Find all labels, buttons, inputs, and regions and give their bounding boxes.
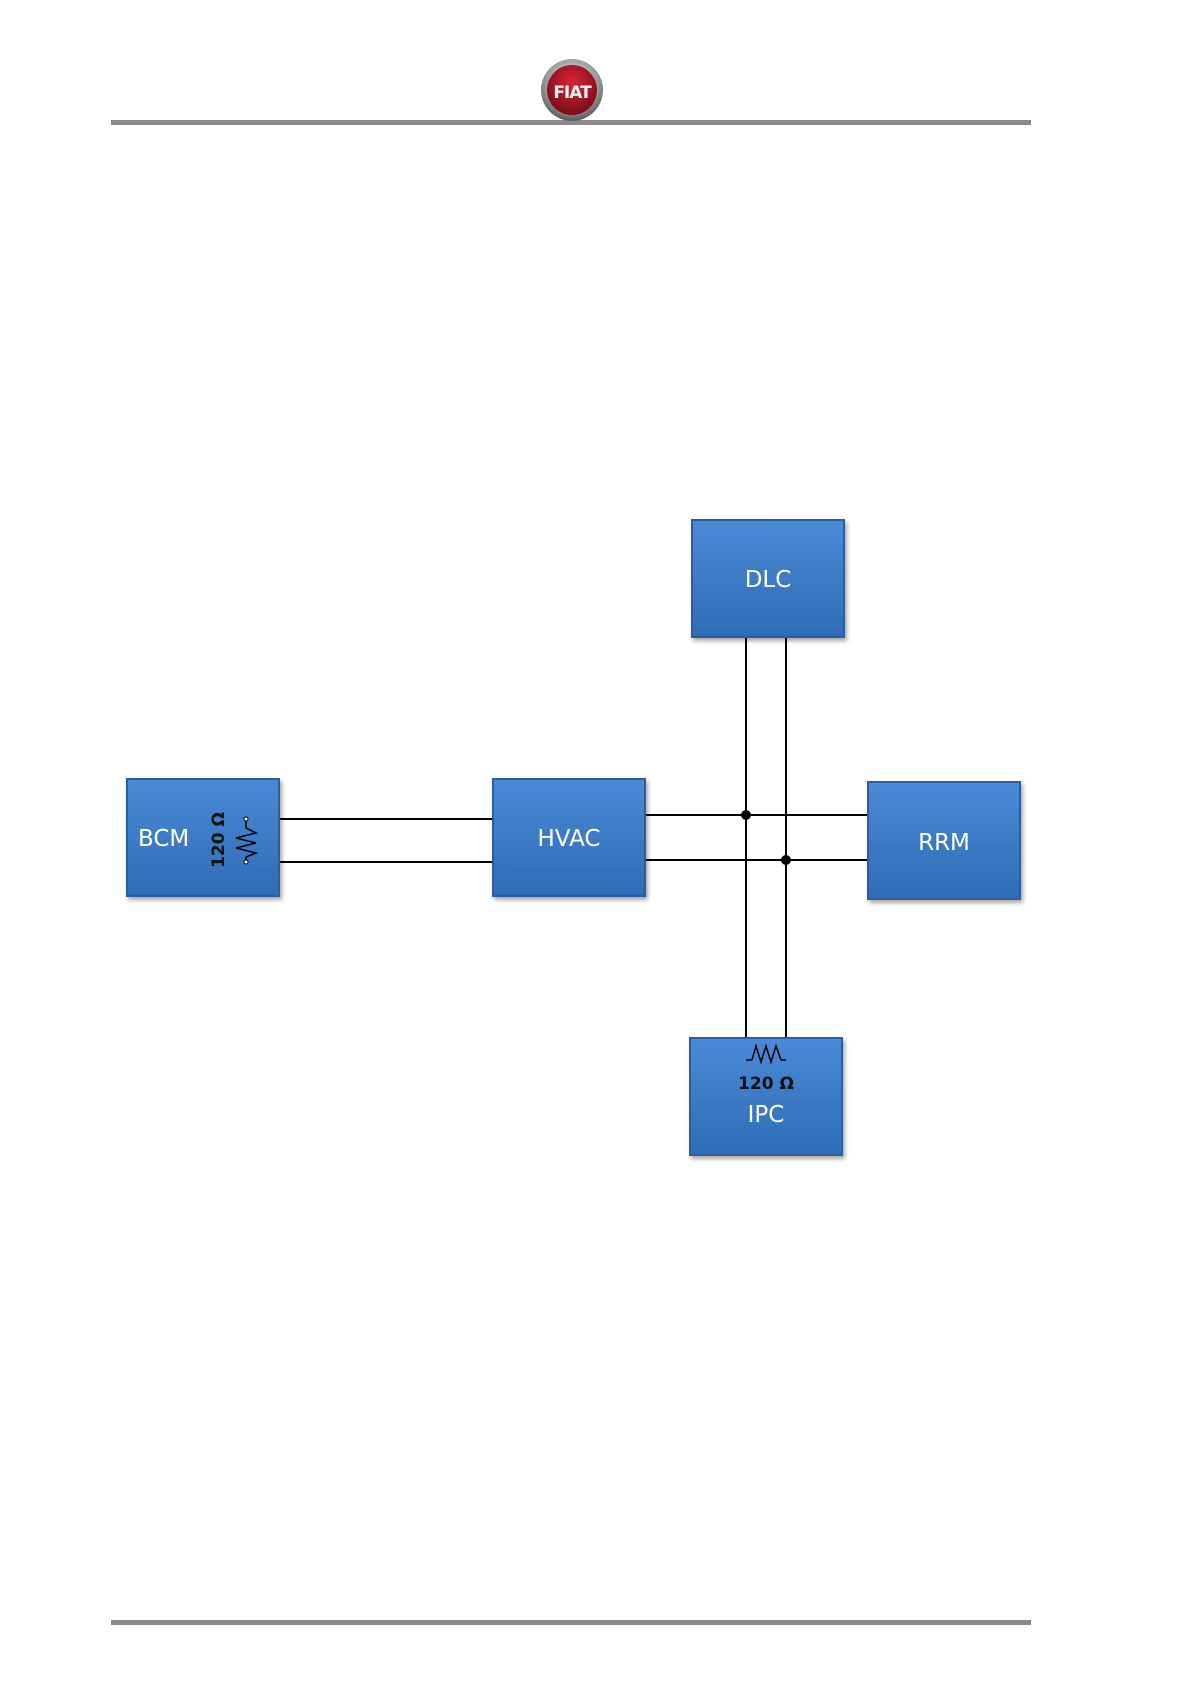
ipc-resistor-label: 120 Ω xyxy=(738,1074,794,1094)
module-rrm: RRM xyxy=(868,782,1020,899)
footer-rule xyxy=(111,1620,1031,1625)
module-ipc: IPC xyxy=(690,1038,842,1155)
module-hvac: HVAC xyxy=(493,779,645,896)
module-label-dlc: DLC xyxy=(745,567,792,593)
module-dlc: DLC xyxy=(692,520,844,637)
module-label-bcm: BCM xyxy=(138,826,189,852)
module-bcm: BCM xyxy=(127,779,279,896)
module-label-ipc: IPC xyxy=(748,1102,785,1128)
module-label-rrm: RRM xyxy=(918,830,970,856)
junction-dot-high xyxy=(741,810,751,820)
bcm-resistor-label: 120 Ω xyxy=(209,812,229,868)
module-label-hvac: HVAC xyxy=(538,826,601,852)
junction-dot-low xyxy=(781,855,791,865)
